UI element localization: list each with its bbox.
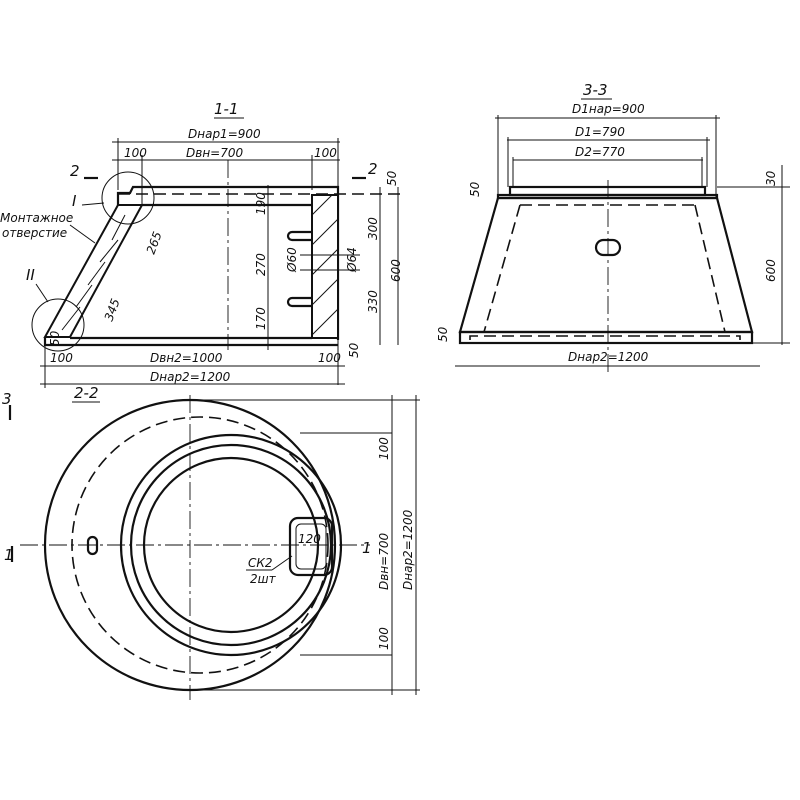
dim-base-right: 100 [318, 351, 341, 365]
dim-300: 300 [366, 217, 380, 240]
hidden-line [483, 204, 521, 333]
opening-label-line-2: отверстие [2, 226, 67, 240]
dia-60: Ø60 [285, 247, 299, 273]
dim-d1: D1=790 [575, 125, 625, 139]
dim-50-top: 50 [385, 170, 399, 186]
dim-d2: D2=770 [575, 145, 625, 159]
cut-mark-right: 2 [368, 160, 378, 178]
dim-base-left: 100 [50, 351, 73, 365]
leader-line [35, 283, 49, 303]
section-3-3: 3-3 D1нар=900 D1=790 D2=770 Dнар2=1200 3… [436, 81, 790, 375]
dim-330: 330 [366, 290, 380, 313]
section-title: 2-2 [74, 384, 99, 402]
dim-265: 265 [144, 230, 165, 256]
lifting-hole [594, 238, 622, 257]
section-title: 1-1 [214, 100, 239, 118]
bracket-count: 2шт [250, 572, 277, 586]
node-2-label: II [26, 266, 35, 284]
opening-label-line-1: Монтажное [0, 211, 73, 225]
dim-outer-diameter: Dнар2=1200 [401, 509, 415, 590]
sloped-wall-hatching [61, 214, 126, 331]
lifting-hole [86, 535, 99, 556]
section-2-2: 2-2 3 1 120 СК2 2шт 1 100 Dвн=700 Dнар2=… [2, 384, 420, 700]
dim-30: 30 [764, 170, 778, 186]
top-ring [508, 185, 707, 197]
dim-100-top: 100 [377, 437, 391, 460]
dim-50-bottom: 50 [436, 326, 450, 342]
cut-mark-1-left: 1 [4, 546, 14, 564]
dim-rim-left: 100 [124, 146, 147, 160]
dim-600: 600 [389, 259, 403, 282]
leader-line [81, 202, 105, 206]
node-1-callout [101, 171, 155, 225]
dim-600: 600 [764, 259, 778, 282]
bracket-label: СК2 [248, 556, 273, 570]
dim-190: 190 [254, 192, 268, 215]
cut-mark-1-right: 1 [362, 539, 372, 557]
step-bracket [286, 230, 312, 242]
wall-hatching [311, 194, 339, 336]
cut-mark-3: 3 [2, 390, 12, 408]
hidden-line [469, 335, 741, 340]
dim-rim-right: 100 [314, 146, 337, 160]
dim-inner-bottom: Dвн2=1000 [150, 351, 223, 365]
section-1-1: 1-1 Dнар1=900 100 Dвн=700 100 [0, 100, 403, 388]
base-ring [458, 330, 754, 345]
step-bracket [286, 296, 312, 308]
dim-outer-bottom: Dнар2=1200 [568, 350, 649, 364]
dim-outer-bottom: Dнар2=1200 [150, 370, 231, 384]
dim-outer-top: D1нар=900 [572, 102, 645, 116]
dim-50-top: 50 [468, 181, 482, 197]
dim-100-bottom: 100 [377, 627, 391, 650]
leader-line [271, 555, 293, 571]
step-bracket-opening [288, 516, 334, 577]
dim-outer-top: Dнар1=900 [188, 127, 261, 141]
right-wall [311, 194, 339, 339]
hidden-line [694, 204, 726, 333]
node-2-callout [31, 298, 85, 352]
step-bracket-inner [295, 523, 327, 570]
dim-120: 120 [298, 532, 321, 546]
dim-50-left: 50 [48, 330, 62, 346]
dim-inner-diameter: Dвн=700 [377, 533, 391, 590]
dim-50-right: 50 [347, 342, 361, 358]
cut-mark-left: 2 [70, 162, 80, 180]
leader-line [69, 224, 96, 244]
dim-inner-top: Dвн=700 [186, 146, 243, 160]
section-title: 3-3 [583, 81, 608, 99]
dim-345: 345 [102, 297, 123, 323]
node-1-label: I [72, 192, 77, 210]
dia-64: Ø64 [345, 247, 359, 273]
dim-270: 270 [254, 253, 268, 276]
dim-170: 170 [254, 307, 268, 330]
